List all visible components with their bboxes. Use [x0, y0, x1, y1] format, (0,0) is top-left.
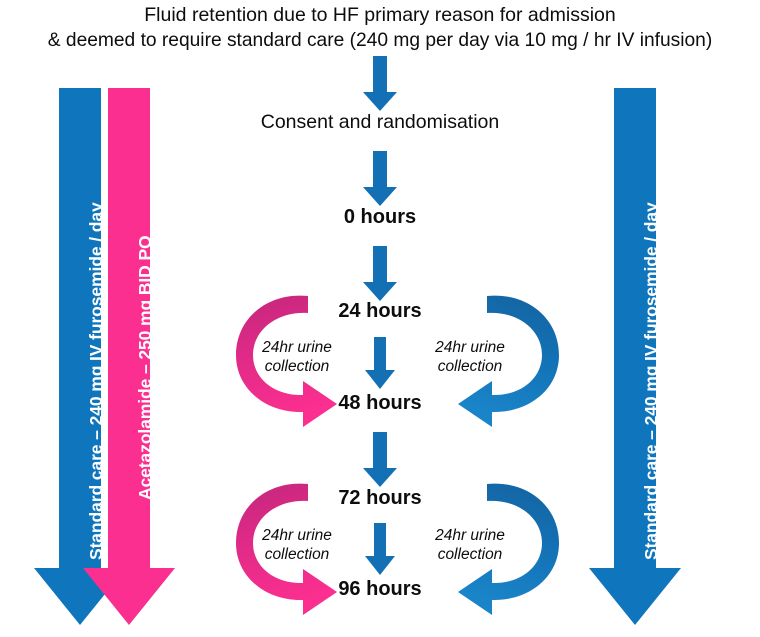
left-arm-blue-arrow: [34, 88, 126, 625]
center-arrow-72h-to-96h: [365, 523, 395, 575]
center-arrow-24h-to-48h: [365, 337, 395, 389]
collection-caption-line1: 24hr urine: [435, 527, 505, 544]
center-arrow-0h-to-24h: [363, 246, 397, 301]
collection-caption-line2: collection: [264, 546, 330, 563]
center-arrow-48h-to-72h: [363, 432, 397, 487]
collection-caption-line1: 24hr urine: [435, 339, 505, 356]
center-arrow-intake-to-consent: [363, 56, 397, 111]
right-arm-label-standard-care: Standard care – 240 mg IV furosemide / d…: [641, 202, 661, 560]
step-48-hours: 48 hours: [338, 392, 422, 414]
collection-caption-left-lower: 24hr urine collection: [237, 526, 357, 564]
step-72-hours: 72 hours: [338, 487, 422, 509]
collection-caption-right-lower: 24hr urine collection: [410, 526, 530, 564]
collection-caption-line1: 24hr urine: [262, 339, 332, 356]
center-arrow-consent-to-0h: [363, 151, 397, 206]
collection-caption-left-upper: 24hr urine collection: [237, 338, 357, 376]
collection-caption-line1: 24hr urine: [262, 527, 332, 544]
left-arm-label-standard-care: Standard care – 240 mg IV furosemide / d…: [86, 202, 106, 560]
step-24-hours: 24 hours: [338, 300, 422, 322]
step-96-hours: 96 hours: [338, 578, 422, 600]
collection-caption-right-upper: 24hr urine collection: [410, 338, 530, 376]
collection-caption-line2: collection: [437, 546, 503, 563]
collection-caption-line2: collection: [437, 358, 503, 375]
left-arm-label-acetazolamide: Acetazolamide – 250 mg BID PO: [135, 235, 155, 500]
right-arm-blue-arrow: [589, 88, 681, 625]
header-line-2: & deemed to require standard care (240 m…: [47, 30, 713, 51]
step-consent-and-randomisation: Consent and randomisation: [260, 111, 500, 133]
step-0-hours: 0 hours: [343, 206, 417, 228]
header-line-1: Fluid retention due to HF primary reason…: [144, 4, 616, 26]
collection-caption-line2: collection: [264, 358, 330, 375]
